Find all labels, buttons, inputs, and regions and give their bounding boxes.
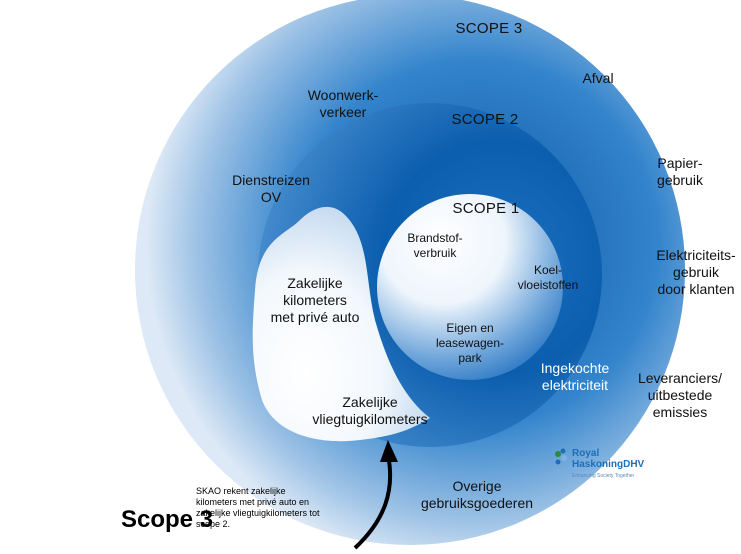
royal-haskoning-logo: Royal HaskoningDHV Enhancing Society Tog…: [552, 446, 645, 486]
scope3-label: SCOPE 3: [455, 20, 523, 37]
skao-note: SKAO rekent zakelijke kilometers met pri…: [196, 486, 320, 529]
overige-label: Overige gebruiksgoederen: [420, 478, 534, 511]
logo-mark-icon: [555, 448, 567, 465]
dienstreizen-label: Dienstreizen OV: [232, 172, 310, 205]
afval-label: Afval: [582, 70, 614, 86]
scope2-label: SCOPE 2: [451, 111, 519, 128]
logo-line1: Royal: [572, 448, 600, 459]
scope3-title: Scope 3: [121, 506, 214, 533]
ingekochte-label: Ingekochte elektriciteit: [540, 360, 610, 393]
leveranciers-label: Leveranciers/ uitbestede emissies: [637, 370, 723, 420]
scope1-disc: [377, 194, 563, 380]
elektriciteit-klanten-label: Elektriciteits- gebruik door klanten: [656, 247, 736, 297]
logo-tagline: Enhancing Society Together: [572, 473, 635, 479]
white-zone: [252, 206, 430, 442]
woon-werk-label: Woonwerk- verkeer: [307, 87, 379, 120]
vliegtuig-label: Zakelijke vliegtuigkilometers: [312, 394, 428, 427]
logo-line2: HaskoningDHV: [572, 459, 645, 470]
scope1-label: SCOPE 1: [452, 200, 520, 217]
arrow-curve: [353, 454, 393, 550]
papier-label: Papier- gebruik: [657, 155, 703, 188]
arrow-head: [380, 440, 398, 462]
prive-auto-label: Zakelijke kilometers met privé auto: [270, 275, 360, 325]
koel-label: Koel- vloeistoffen: [517, 263, 579, 292]
brandstof-label: Brandstof- verbruik: [407, 231, 463, 260]
eigen-label: Eigen en leasewagen- park: [435, 321, 505, 365]
